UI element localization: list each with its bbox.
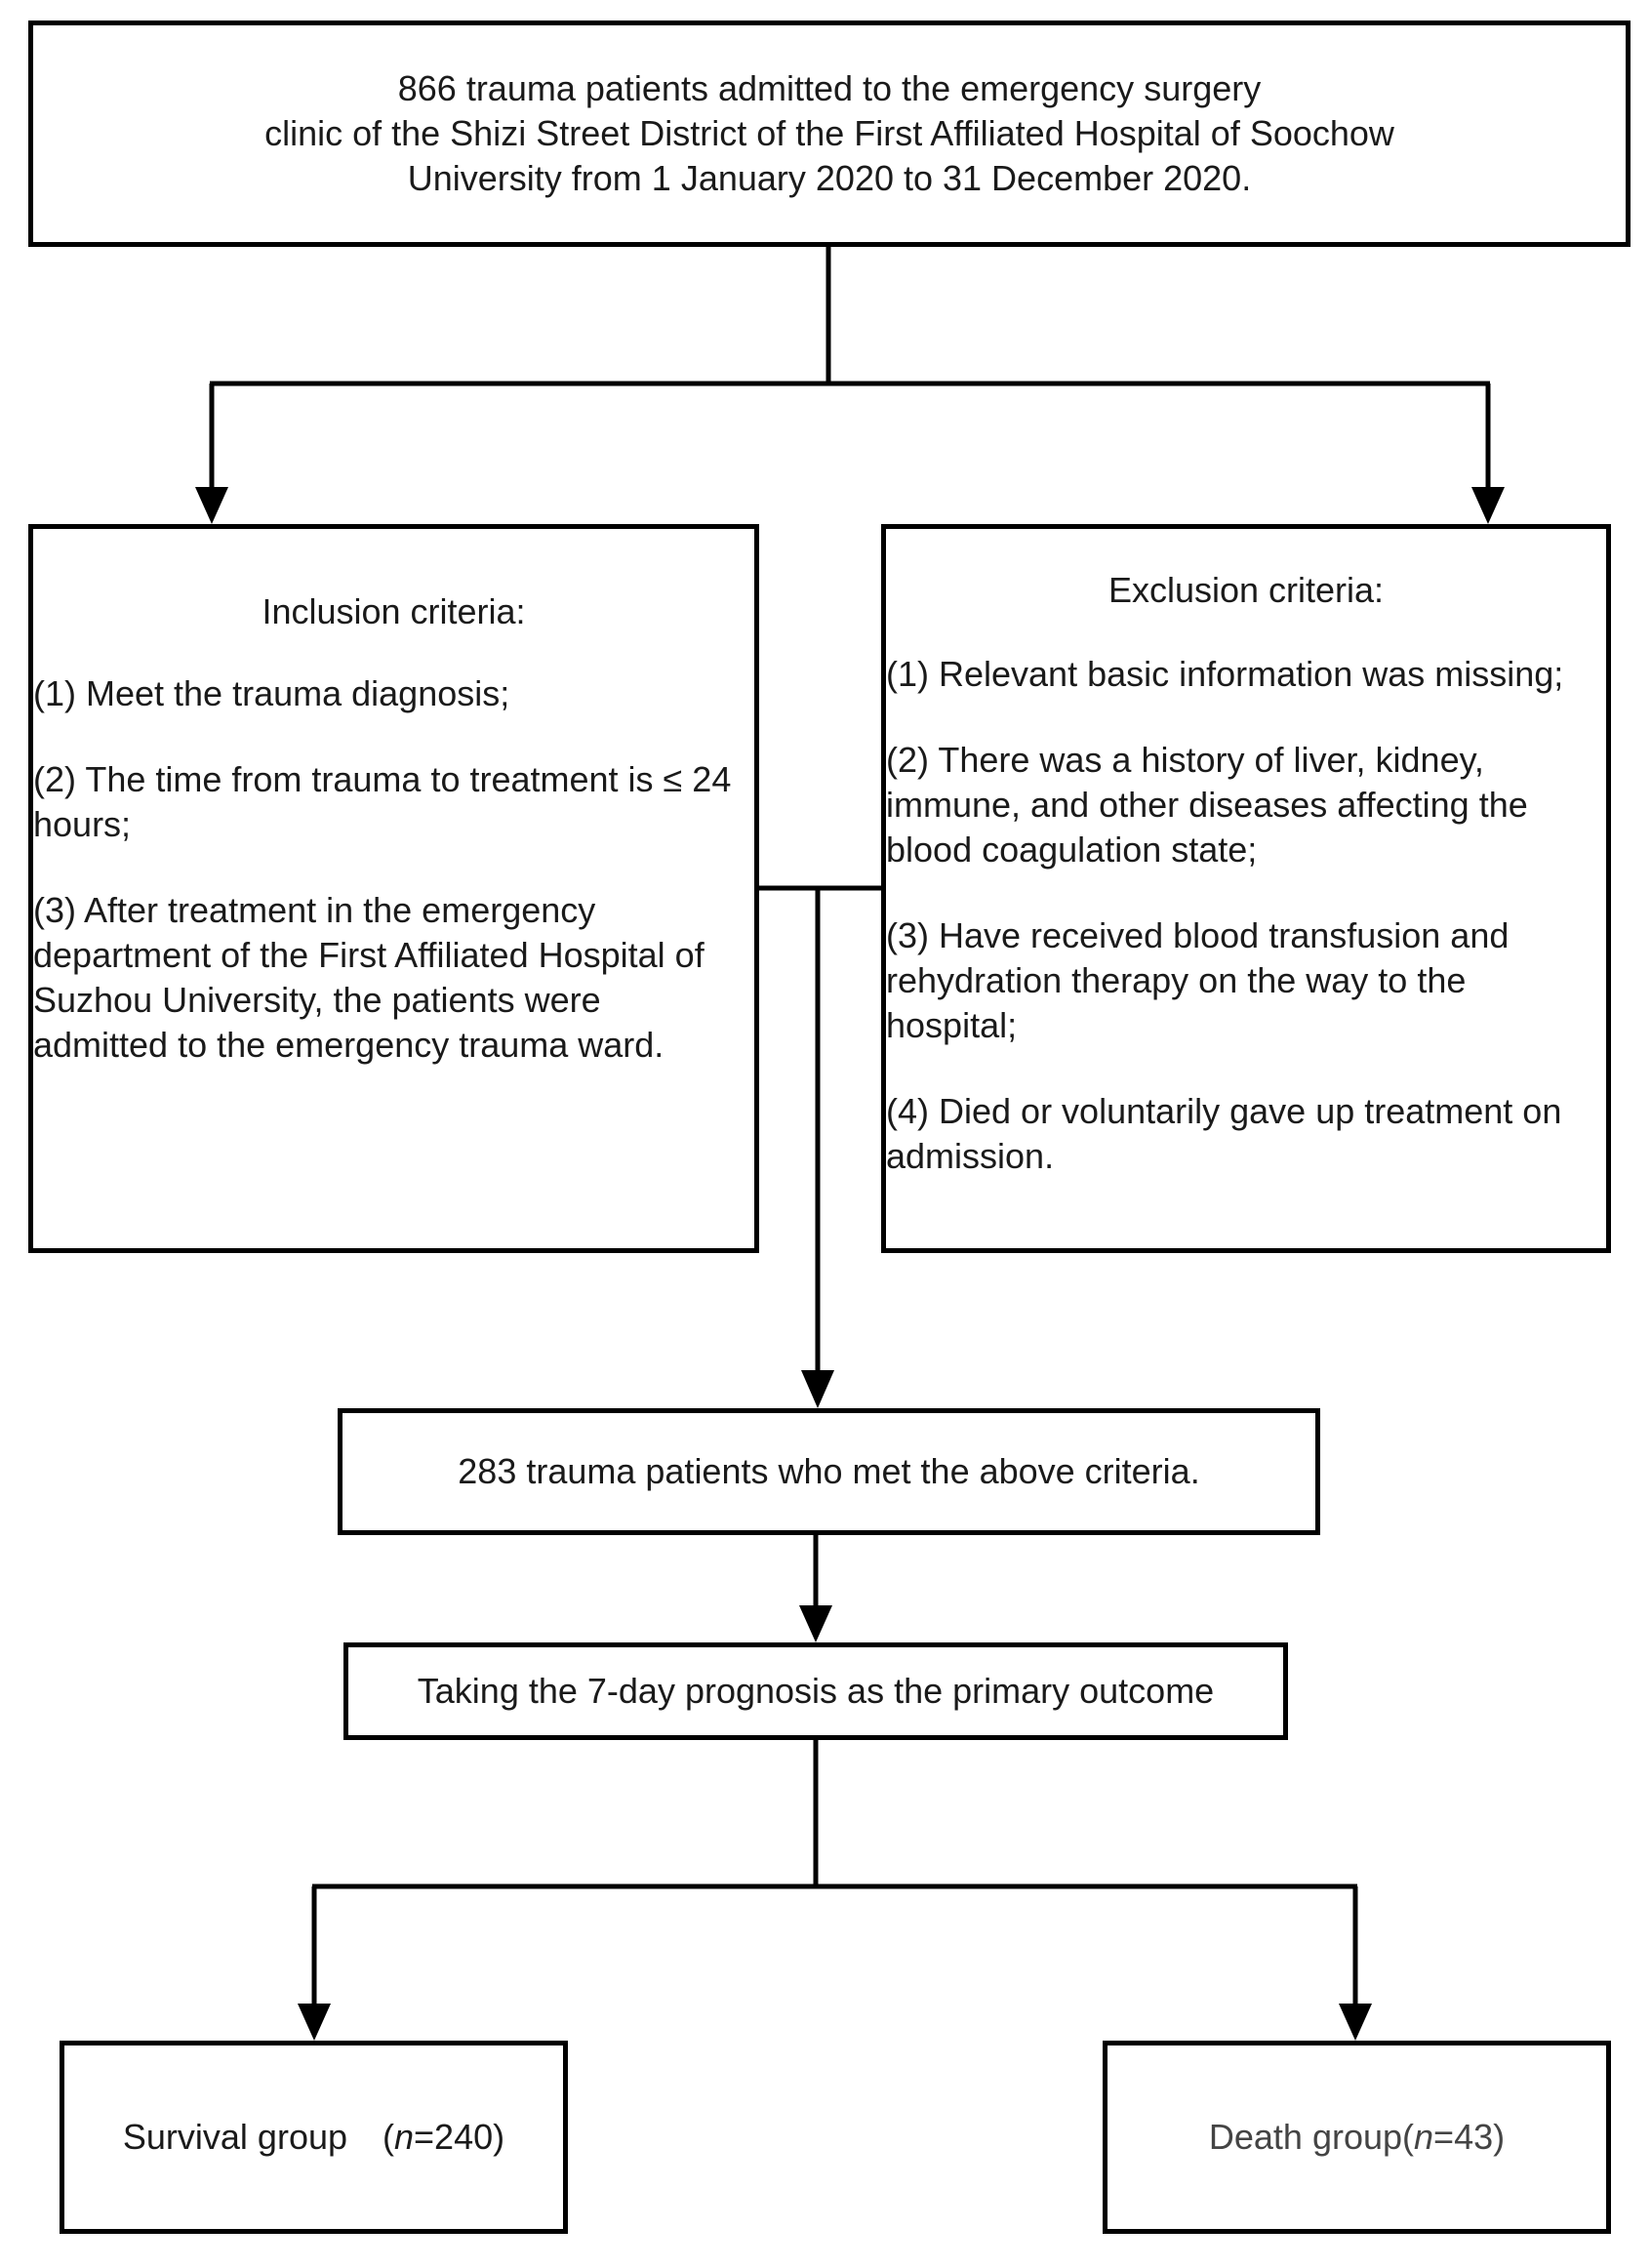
enrollment-line-3: University from 1 January 2020 to 31 Dec… — [407, 158, 1252, 198]
enrollment-line-1: 866 trauma patients admitted to the emer… — [397, 68, 1262, 108]
exclusion-item-1: (1) Relevant basic information was missi… — [886, 654, 1564, 694]
survival-prefix: Survival group ( — [122, 2117, 394, 2157]
death-group-box: Death group(n=43) — [1103, 2041, 1611, 2234]
met-criteria-text: 283 trauma patients who met the above cr… — [458, 1451, 1200, 1491]
death-count: =43) — [1433, 2117, 1506, 2157]
primary-outcome-box: Taking the 7-day prognosis as the primar… — [343, 1642, 1288, 1740]
met-criteria-box: 283 trauma patients who met the above cr… — [338, 1408, 1320, 1535]
inclusion-item-1: (1) Meet the trauma diagnosis; — [33, 673, 510, 713]
enrollment-box: 866 trauma patients admitted to the emer… — [28, 20, 1631, 247]
survival-n-label: n — [394, 2117, 415, 2157]
survival-group-box: Survival group (n=240) — [60, 2041, 568, 2234]
primary-outcome-text: Taking the 7-day prognosis as the primar… — [417, 1671, 1215, 1711]
arrowhead-inclusion — [195, 487, 228, 524]
enrollment-line-2: clinic of the Shizi Street District of t… — [264, 113, 1394, 153]
exclusion-criteria-box: Exclusion criteria: (1) Relevant basic i… — [881, 524, 1611, 1253]
death-n-label: n — [1414, 2117, 1434, 2157]
arrowhead-survival — [298, 2004, 331, 2041]
arrowhead-outcome — [799, 1605, 832, 1642]
enrollment-text: 866 trauma patients admitted to the emer… — [33, 66, 1626, 201]
inclusion-title: Inclusion criteria: — [262, 591, 526, 631]
survival-count: =240) — [414, 2117, 505, 2157]
death-group-label: Death group(n=43) — [1209, 2115, 1505, 2160]
death-prefix: Death group( — [1208, 2117, 1415, 2157]
exclusion-item-4: (4) Died or voluntarily gave up treatmen… — [886, 1091, 1562, 1176]
survival-group-label: Survival group (n=240) — [123, 2115, 504, 2160]
inclusion-item-3: (3) After treatment in the emergency dep… — [33, 890, 705, 1065]
exclusion-item-2: (2) There was a history of liver, kidney… — [886, 740, 1528, 870]
arrowhead-met — [801, 1370, 834, 1408]
inclusion-item-2: (2) The time from trauma to treatment is… — [33, 759, 732, 844]
arrowhead-exclusion — [1471, 487, 1505, 524]
inclusion-criteria-box: Inclusion criteria: (1) Meet the trauma … — [28, 524, 759, 1253]
exclusion-title: Exclusion criteria: — [1107, 570, 1385, 610]
exclusion-item-3: (3) Have received blood transfusion and … — [886, 915, 1510, 1045]
arrowhead-death — [1339, 2004, 1372, 2041]
